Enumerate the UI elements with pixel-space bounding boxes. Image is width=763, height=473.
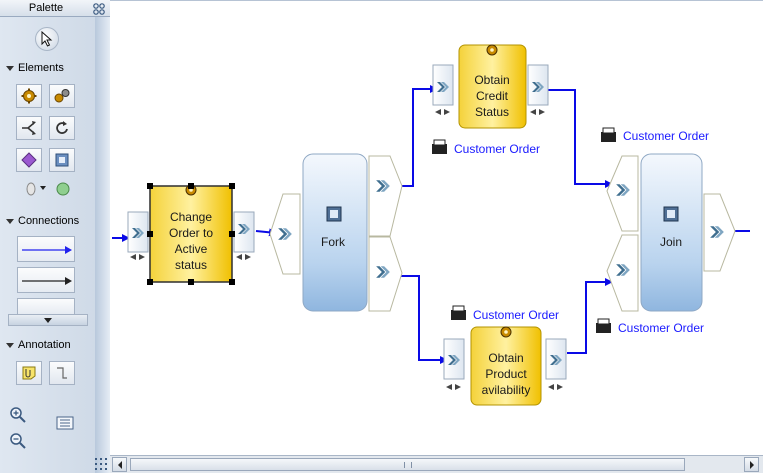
cylinder-and-ball-icon [26, 182, 70, 196]
elements-section-toggle[interactable]: Elements [6, 62, 64, 74]
product-output-data-label[interactable]: Customer Order [596, 318, 704, 335]
blue-arrow-icon [22, 246, 72, 254]
fork-label: Fork [321, 235, 346, 249]
elements-section-label: Elements [18, 62, 64, 74]
credit-input-label: Customer Order [454, 142, 540, 156]
annotation-section-toggle[interactable]: Annotation [6, 339, 71, 351]
collapse-triangle-icon [6, 65, 14, 71]
change-order-line-2: Order to [169, 226, 213, 240]
process-diagram[interactable]: Change Order to Active status Fork Obtai… [110, 1, 763, 456]
task-tool[interactable] [16, 84, 42, 108]
annotation-section-label: Annotation [18, 339, 71, 351]
connections-scroll-down[interactable] [8, 314, 88, 326]
data-connection-tool[interactable] [17, 236, 75, 262]
double-gear-icon [54, 89, 70, 103]
loop-arrow-icon [56, 121, 68, 134]
connections-section-toggle[interactable]: Connections [6, 215, 79, 227]
palette-panel: Palette Elements [0, 0, 110, 473]
product-line-3: avilability [482, 383, 531, 397]
merge-box-icon [55, 153, 69, 167]
palette-header: Palette [0, 0, 110, 17]
zoom-in-icon[interactable] [9, 406, 27, 424]
diamond-icon [21, 152, 37, 168]
text-annotation-tool[interactable] [49, 361, 75, 385]
grid-icon [95, 458, 107, 470]
change-order-line-4: status [175, 258, 207, 272]
note-tool[interactable] [16, 361, 42, 385]
product-input-data-label[interactable]: Customer Order [451, 305, 559, 322]
control-connection-tool[interactable] [17, 267, 75, 293]
credit-output-data-label[interactable]: Customer Order [601, 127, 709, 143]
credit-line-3: Status [475, 105, 509, 119]
fork-tool[interactable] [16, 116, 42, 140]
merge-tool[interactable] [49, 148, 75, 172]
fork-arrows-icon [22, 121, 36, 135]
gear-icon [21, 88, 37, 104]
connections-section-label: Connections [18, 215, 80, 227]
credit-line-1: Obtain [474, 73, 509, 87]
join-node[interactable]: Join [606, 153, 736, 312]
product-line-1: Obtain [488, 351, 523, 365]
collapse-triangle-icon [6, 342, 14, 348]
decision-tool[interactable] [16, 148, 42, 172]
credit-output-label: Customer Order [623, 129, 709, 143]
credit-input-data-label[interactable]: Customer Order [432, 139, 540, 156]
product-line-2: Product [485, 367, 527, 381]
obtain-product-task[interactable]: Obtain Product avilability [443, 326, 567, 406]
note-icon [22, 366, 36, 380]
join-label: Join [660, 235, 682, 249]
chevron-down-icon [44, 317, 52, 323]
loop-tool[interactable] [49, 116, 75, 140]
chevron-left-icon [117, 460, 122, 469]
black-arrow-icon [22, 277, 72, 285]
data-object-icon [432, 139, 447, 154]
gear-icon [500, 326, 512, 338]
collapse-triangle-icon [6, 218, 14, 224]
association-connection-tool[interactable] [17, 298, 75, 314]
credit-line-2: Credit [476, 89, 509, 103]
palette-collapse-edge[interactable] [95, 17, 110, 473]
fork-node[interactable]: Fork [269, 153, 403, 312]
change-order-task[interactable]: Change Order to Active status [127, 183, 255, 285]
select-tool[interactable] [35, 27, 59, 51]
palette-title: Palette [28, 2, 64, 14]
pointer-arrow-icon [41, 31, 53, 47]
chevron-right-icon [749, 460, 754, 469]
gear-icon [486, 44, 498, 56]
obtain-credit-task[interactable]: Obtain Credit Status [432, 44, 549, 129]
grid-toggle[interactable] [92, 455, 110, 473]
scroll-right-button[interactable] [744, 457, 759, 472]
data-object-icon [596, 318, 611, 333]
data-object-icon [451, 305, 466, 320]
scrollbar-grip [404, 462, 412, 468]
outline-view-icon[interactable] [55, 415, 75, 431]
palette-pin-icon[interactable] [92, 3, 106, 15]
scrollbar-thumb[interactable] [130, 458, 685, 471]
zoom-out-icon[interactable] [9, 432, 27, 450]
product-input-label: Customer Order [473, 308, 559, 322]
data-object-icon [601, 127, 616, 142]
bracket-icon [57, 367, 67, 379]
change-order-line-1: Change [170, 210, 212, 224]
change-order-line-3: Active [175, 242, 208, 256]
scroll-left-button[interactable] [112, 457, 127, 472]
join-box-icon [663, 206, 679, 222]
product-output-label: Customer Order [618, 321, 704, 335]
selection-handles[interactable] [147, 183, 235, 285]
more-elements-row[interactable] [18, 182, 78, 196]
palette-body: Elements [0, 17, 95, 473]
fork-box-icon [326, 206, 342, 222]
diagram-canvas[interactable]: Change Order to Active status Fork Obtai… [110, 0, 763, 455]
subprocess-tool[interactable] [49, 84, 75, 108]
horizontal-scrollbar[interactable] [110, 455, 763, 473]
